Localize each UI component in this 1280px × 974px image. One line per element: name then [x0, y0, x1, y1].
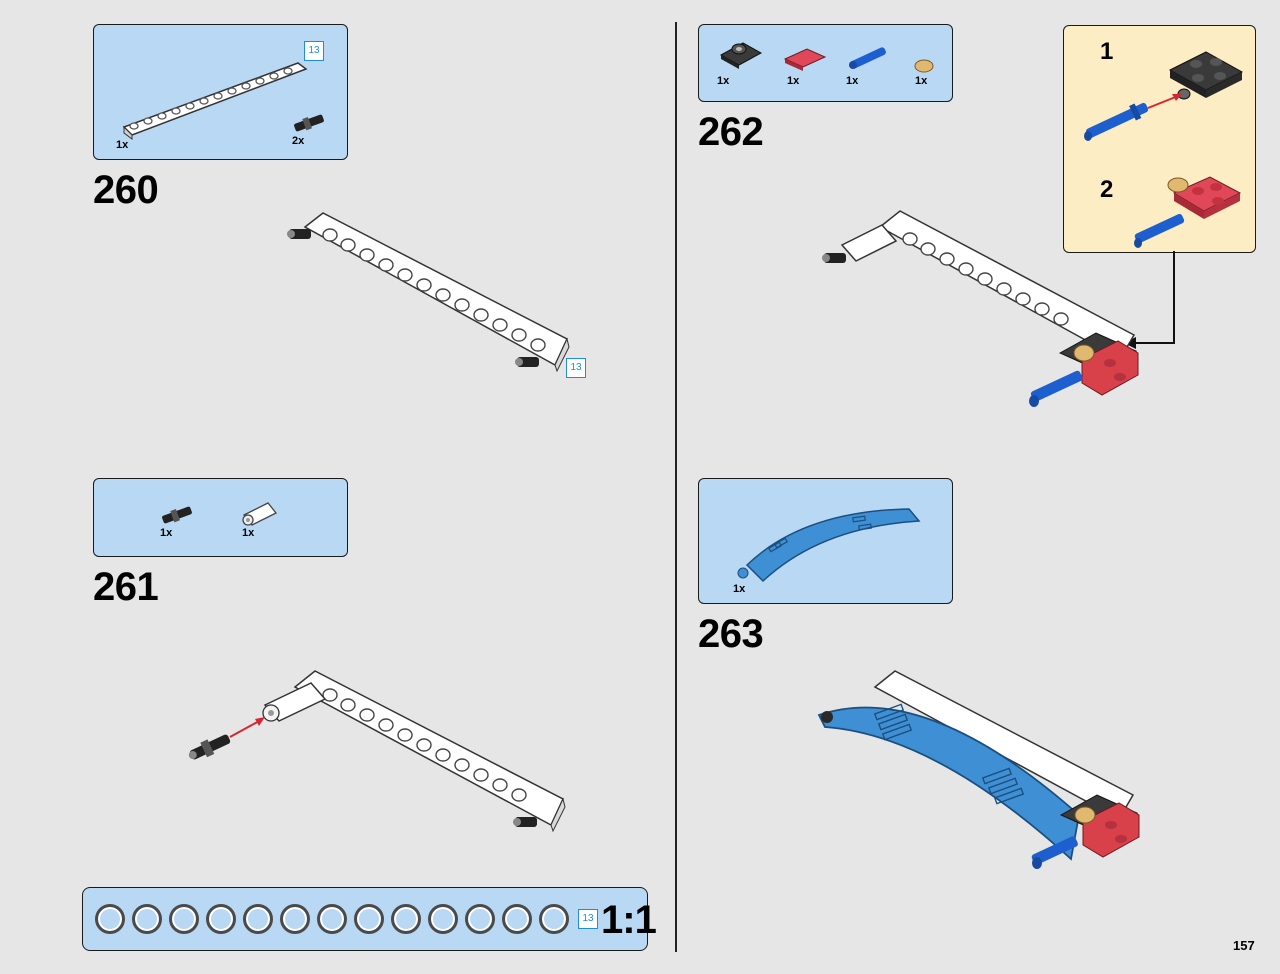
step-number-263: 263 — [698, 612, 764, 656]
part-qty: 1x — [733, 583, 746, 595]
ruler-hole — [465, 904, 495, 934]
part-qty: 1x — [160, 527, 173, 539]
step-number-262: 262 — [698, 110, 764, 154]
parts-box-step-261: 1x 1x — [93, 478, 348, 557]
ruler-hole — [243, 904, 273, 934]
sub-step-number: 2 — [1100, 176, 1114, 203]
assembly-step-261 — [188, 670, 566, 833]
sub-step-number: 1 — [1100, 38, 1114, 65]
parts-box-step-260: 13 1x 2x — [93, 24, 348, 160]
ruler-hole — [280, 904, 310, 934]
blue-curved-panel-icon — [737, 508, 921, 583]
black-axle-pin-icon — [162, 506, 192, 524]
step-number-261: 261 — [93, 565, 159, 609]
ruler-hole — [428, 904, 458, 934]
ruler-hole — [206, 904, 236, 934]
part-qty: 1x — [846, 75, 859, 87]
ruler-hole — [502, 904, 532, 934]
assembly-step-263 — [817, 670, 1140, 869]
sub-assembly-callout: 1 2 — [1063, 25, 1256, 253]
sub-step-2-illustration — [1134, 176, 1242, 248]
ruler-hole — [132, 904, 162, 934]
part-qty: 1x — [717, 75, 730, 87]
part-qty: 1x — [915, 75, 928, 87]
white-beam-13-icon — [122, 62, 308, 140]
ruler-hole — [391, 904, 421, 934]
red-tile-icon — [783, 48, 827, 71]
part-qty: 1x — [116, 139, 129, 151]
parts-box-step-262: 1x 1x 1x 1x — [698, 24, 953, 102]
part-qty: 2x — [292, 135, 305, 147]
sub-step-1-illustration — [1084, 51, 1244, 141]
length-badge: 13 — [566, 358, 586, 378]
ruler-hole — [317, 904, 347, 934]
part-qty: 1x — [787, 75, 800, 87]
scale-ruler: 13 1:1 — [82, 887, 657, 951]
step-number-260: 260 — [93, 168, 159, 212]
part-qty: 1x — [242, 527, 255, 539]
ruler-hole — [354, 904, 384, 934]
tan-round-tile-icon — [914, 59, 934, 73]
black-axle-pin-icon — [294, 114, 324, 132]
length-badge: 13 — [304, 41, 324, 61]
white-bush-icon — [242, 502, 278, 526]
dark-grey-bracket-icon — [719, 42, 763, 69]
page-divider — [675, 22, 677, 952]
length-badge: 13 — [578, 909, 598, 929]
assembly-step-262 — [822, 210, 1139, 407]
parts-box-step-263: 1x — [698, 478, 953, 604]
scale-label: 1:1 — [601, 898, 657, 942]
ruler-hole — [95, 904, 125, 934]
assembly-step-260 — [287, 212, 570, 373]
ruler-hole — [169, 904, 199, 934]
blue-pin-icon — [849, 47, 886, 69]
ruler-hole — [539, 904, 569, 934]
page-number: 157 — [1233, 938, 1255, 953]
